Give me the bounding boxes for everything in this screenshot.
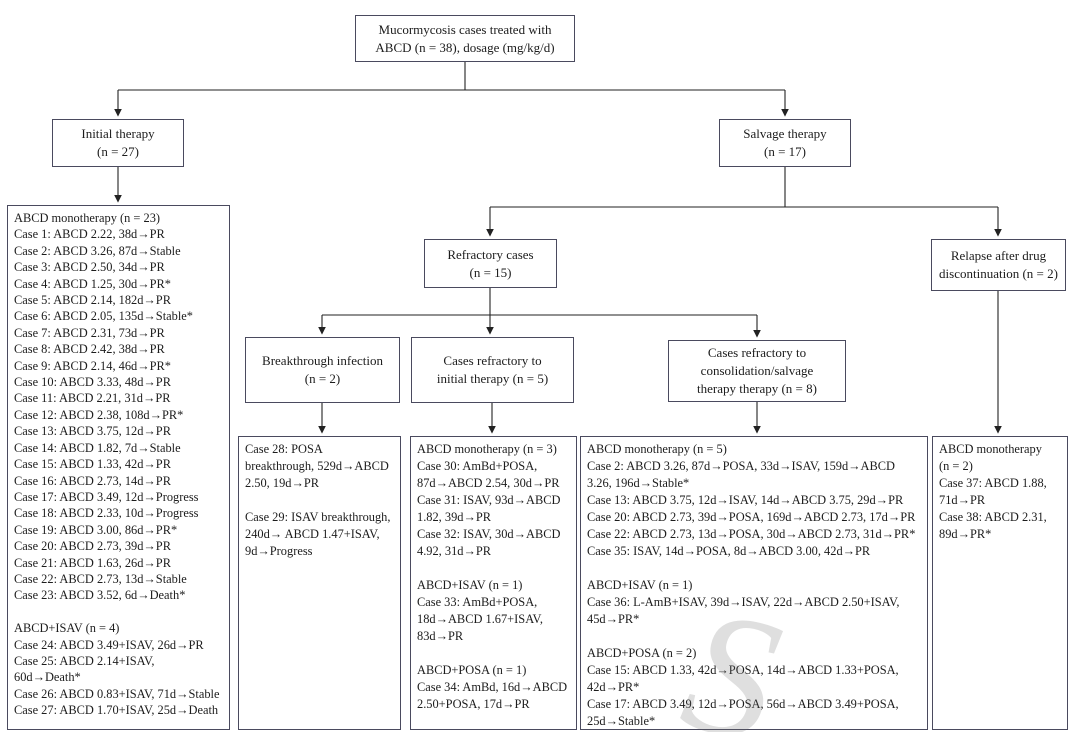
case-line: 9d→Progress	[245, 544, 313, 558]
case-line	[417, 560, 570, 577]
case-line: 89d→PR*	[939, 527, 992, 541]
case-line: Case 17: ABCD 3.49, 12d→POSA, 56d→ABCD 3…	[587, 697, 899, 711]
case-line: Case 33: AmBd+POSA,	[417, 595, 538, 609]
case-line: Case 14: ABCD 1.82, 7d→Stable	[14, 440, 181, 455]
case-line: Case 15: ABCD 1.33, 42d→PR	[14, 457, 171, 472]
case-line: Case 38: ABCD 2.31,	[939, 510, 1047, 524]
case-line: Case 21: ABCD 1.63, 26d→PR	[14, 555, 171, 570]
case-line: Case 18: ABCD 2.33, 10d→Progress	[14, 506, 199, 521]
case-line: 42d→PR*	[587, 680, 640, 694]
case-line: ABCD monotherapy (n = 5)	[587, 442, 727, 456]
case-line	[417, 645, 570, 662]
case-line: (n = 2)	[939, 459, 973, 473]
node-breakthrough-infection: Breakthrough infection (n = 2)	[245, 337, 400, 403]
case-line: Case 9: ABCD 2.14, 46d→PR*	[14, 358, 171, 373]
node-initial-therapy: Initial therapy (n = 27)	[52, 119, 184, 167]
case-line: 87d→ABCD 2.54, 30d→PR	[417, 476, 560, 490]
case-line: ABCD monotherapy (n = 23)	[14, 211, 161, 225]
case-line: Case 12: ABCD 2.38, 108d→PR*	[14, 407, 184, 422]
case-line: Case 32: ISAV, 30d→ABCD	[417, 527, 561, 541]
case-line: 240d→ ABCD 1.47+ISAV,	[245, 527, 380, 541]
case-line	[587, 560, 921, 577]
case-line: Case 37: ABCD 1.88,	[939, 476, 1047, 490]
case-line: 71d→PR	[939, 493, 986, 507]
case-line: Case 23: ABCD 3.52, 6d→Death*	[14, 588, 186, 603]
case-line: breakthrough, 529d→ABCD	[245, 459, 389, 473]
case-line: Case 36: L-AmB+ISAV, 39d→ISAV, 22d→ABCD …	[587, 595, 900, 609]
case-line: Case 1: ABCD 2.22, 38d→PR	[14, 227, 165, 242]
case-line: Case 20: ABCD 2.73, 39d→PR	[14, 539, 171, 554]
case-line: Case 16: ABCD 2.73, 14d→PR	[14, 473, 171, 488]
case-line: 1.82, 39d→PR	[417, 510, 492, 524]
case-line: 2.50+POSA, 17d→PR	[417, 697, 530, 711]
case-line: Case 4: ABCD 1.25, 30d→PR*	[14, 276, 171, 291]
case-line: Case 3: ABCD 2.50, 34d→PR	[14, 260, 165, 275]
case-line: Case 28: POSA	[245, 442, 323, 456]
case-line: Case 30: AmBd+POSA,	[417, 459, 538, 473]
node-refractory-initial: Cases refractory to initial therapy (n =…	[411, 337, 574, 403]
case-line: 2.50, 19d→PR	[245, 476, 320, 490]
case-line: ABCD+ISAV (n = 4)	[14, 621, 120, 636]
case-line: Case 13: ABCD 3.75, 12d→PR	[14, 424, 171, 439]
panel-breakthrough-cases: Case 28: POSA breakthrough, 529d→ABCD 2.50…	[238, 436, 401, 730]
case-line: Case 6: ABCD 2.05, 135d→Stable*	[14, 309, 193, 324]
case-line: Case 5: ABCD 2.14, 182d→PR	[14, 293, 171, 308]
panel-refractory-initial-cases: ABCD monotherapy (n = 3) Case 30: AmBd+PO…	[410, 436, 577, 730]
case-line: 18d→ABCD 1.67+ISAV,	[417, 612, 543, 626]
case-line: Case 31: ISAV, 93d→ABCD	[417, 493, 561, 507]
node-salvage-therapy: Salvage therapy (n = 17)	[719, 119, 851, 167]
case-line: Case 13: ABCD 3.75, 12d→ISAV, 14d→ABCD 3…	[587, 493, 904, 507]
case-line: Case 29: ISAV breakthrough,	[245, 510, 391, 524]
case-line: ABCD+POSA (n = 2)	[587, 646, 697, 660]
case-line: Case 34: AmBd, 16d→ABCD	[417, 680, 568, 694]
case-line: 45d→PR*	[587, 612, 640, 626]
panel-refractory-consolidation-cases: ABCD monotherapy (n = 5) Case 2: ABCD 3.2…	[580, 436, 928, 730]
case-line: ABCD+POSA (n = 1)	[417, 663, 527, 677]
panel-initial-therapy-cases: ABCD monotherapy (n = 23) Case 1: ABCD 2.…	[7, 205, 230, 730]
case-line: 83d→PR	[417, 629, 464, 643]
node-refractory-consolidation: Cases refractory to consolidation/salvag…	[668, 340, 846, 402]
case-line: Case 2: ABCD 3.26, 87d→Stable	[14, 243, 181, 258]
case-line: Case 24: ABCD 3.49+ISAV, 26d→PR	[14, 637, 204, 652]
case-line	[587, 628, 921, 645]
case-line: 3.26, 196d→Stable*	[587, 476, 690, 490]
panel-relapse-cases: ABCD monotherapy (n = 2) Case 37: ABCD 1.8…	[932, 436, 1068, 730]
case-line: ABCD+ISAV (n = 1)	[587, 578, 693, 592]
case-line: Case 19: ABCD 3.00, 86d→PR*	[14, 522, 178, 537]
case-line: Case 15: ABCD 1.33, 42d→POSA, 14d→ABCD 1…	[587, 663, 899, 677]
case-line: ABCD+ISAV (n = 1)	[417, 578, 523, 592]
case-line: Case 11: ABCD 2.21, 31d→PR	[14, 391, 171, 406]
case-line: Case 25: ABCD 2.14+ISAV,	[14, 653, 155, 668]
case-line: Case 20: ABCD 2.73, 39d→POSA, 169d→ABCD …	[587, 510, 916, 524]
case-line: Case 35: ISAV, 14d→POSA, 8d→ABCD 3.00, 4…	[587, 544, 871, 558]
case-line: ABCD monotherapy (n = 3)	[417, 442, 557, 456]
case-line: Case 10: ABCD 3.33, 48d→PR	[14, 375, 171, 390]
case-line	[245, 492, 394, 509]
case-line: Case 7: ABCD 2.31, 73d→PR	[14, 325, 165, 340]
case-line: Case 17: ABCD 3.49, 12d→Progress	[14, 489, 199, 504]
case-line: 25d→Stable*	[587, 714, 656, 728]
case-line: 60d→Death*	[14, 670, 81, 685]
node-refractory-cases: Refractory cases (n = 15)	[424, 239, 557, 288]
case-line: Case 22: ABCD 2.73, 13d→Stable	[14, 571, 187, 586]
case-line: Case 2: ABCD 3.26, 87d→POSA, 33d→ISAV, 1…	[587, 459, 895, 473]
case-line: Case 22: ABCD 2.73, 13d→POSA, 30d→ABCD 2…	[587, 527, 916, 541]
node-root: Mucormycosis cases treated with ABCD (n …	[355, 15, 575, 62]
case-line: Case 27: ABCD 1.70+ISAV, 25d→Death	[14, 703, 219, 718]
case-line	[14, 604, 223, 620]
node-relapse: Relapse after drug discontinuation (n = …	[931, 239, 1066, 291]
case-line: Case 8: ABCD 2.42, 38d→PR	[14, 342, 165, 357]
case-line: Case 26: ABCD 0.83+ISAV, 71d→Stable	[14, 686, 220, 701]
case-line: 4.92, 31d→PR	[417, 544, 492, 558]
case-line: ABCD monotherapy	[939, 442, 1042, 456]
